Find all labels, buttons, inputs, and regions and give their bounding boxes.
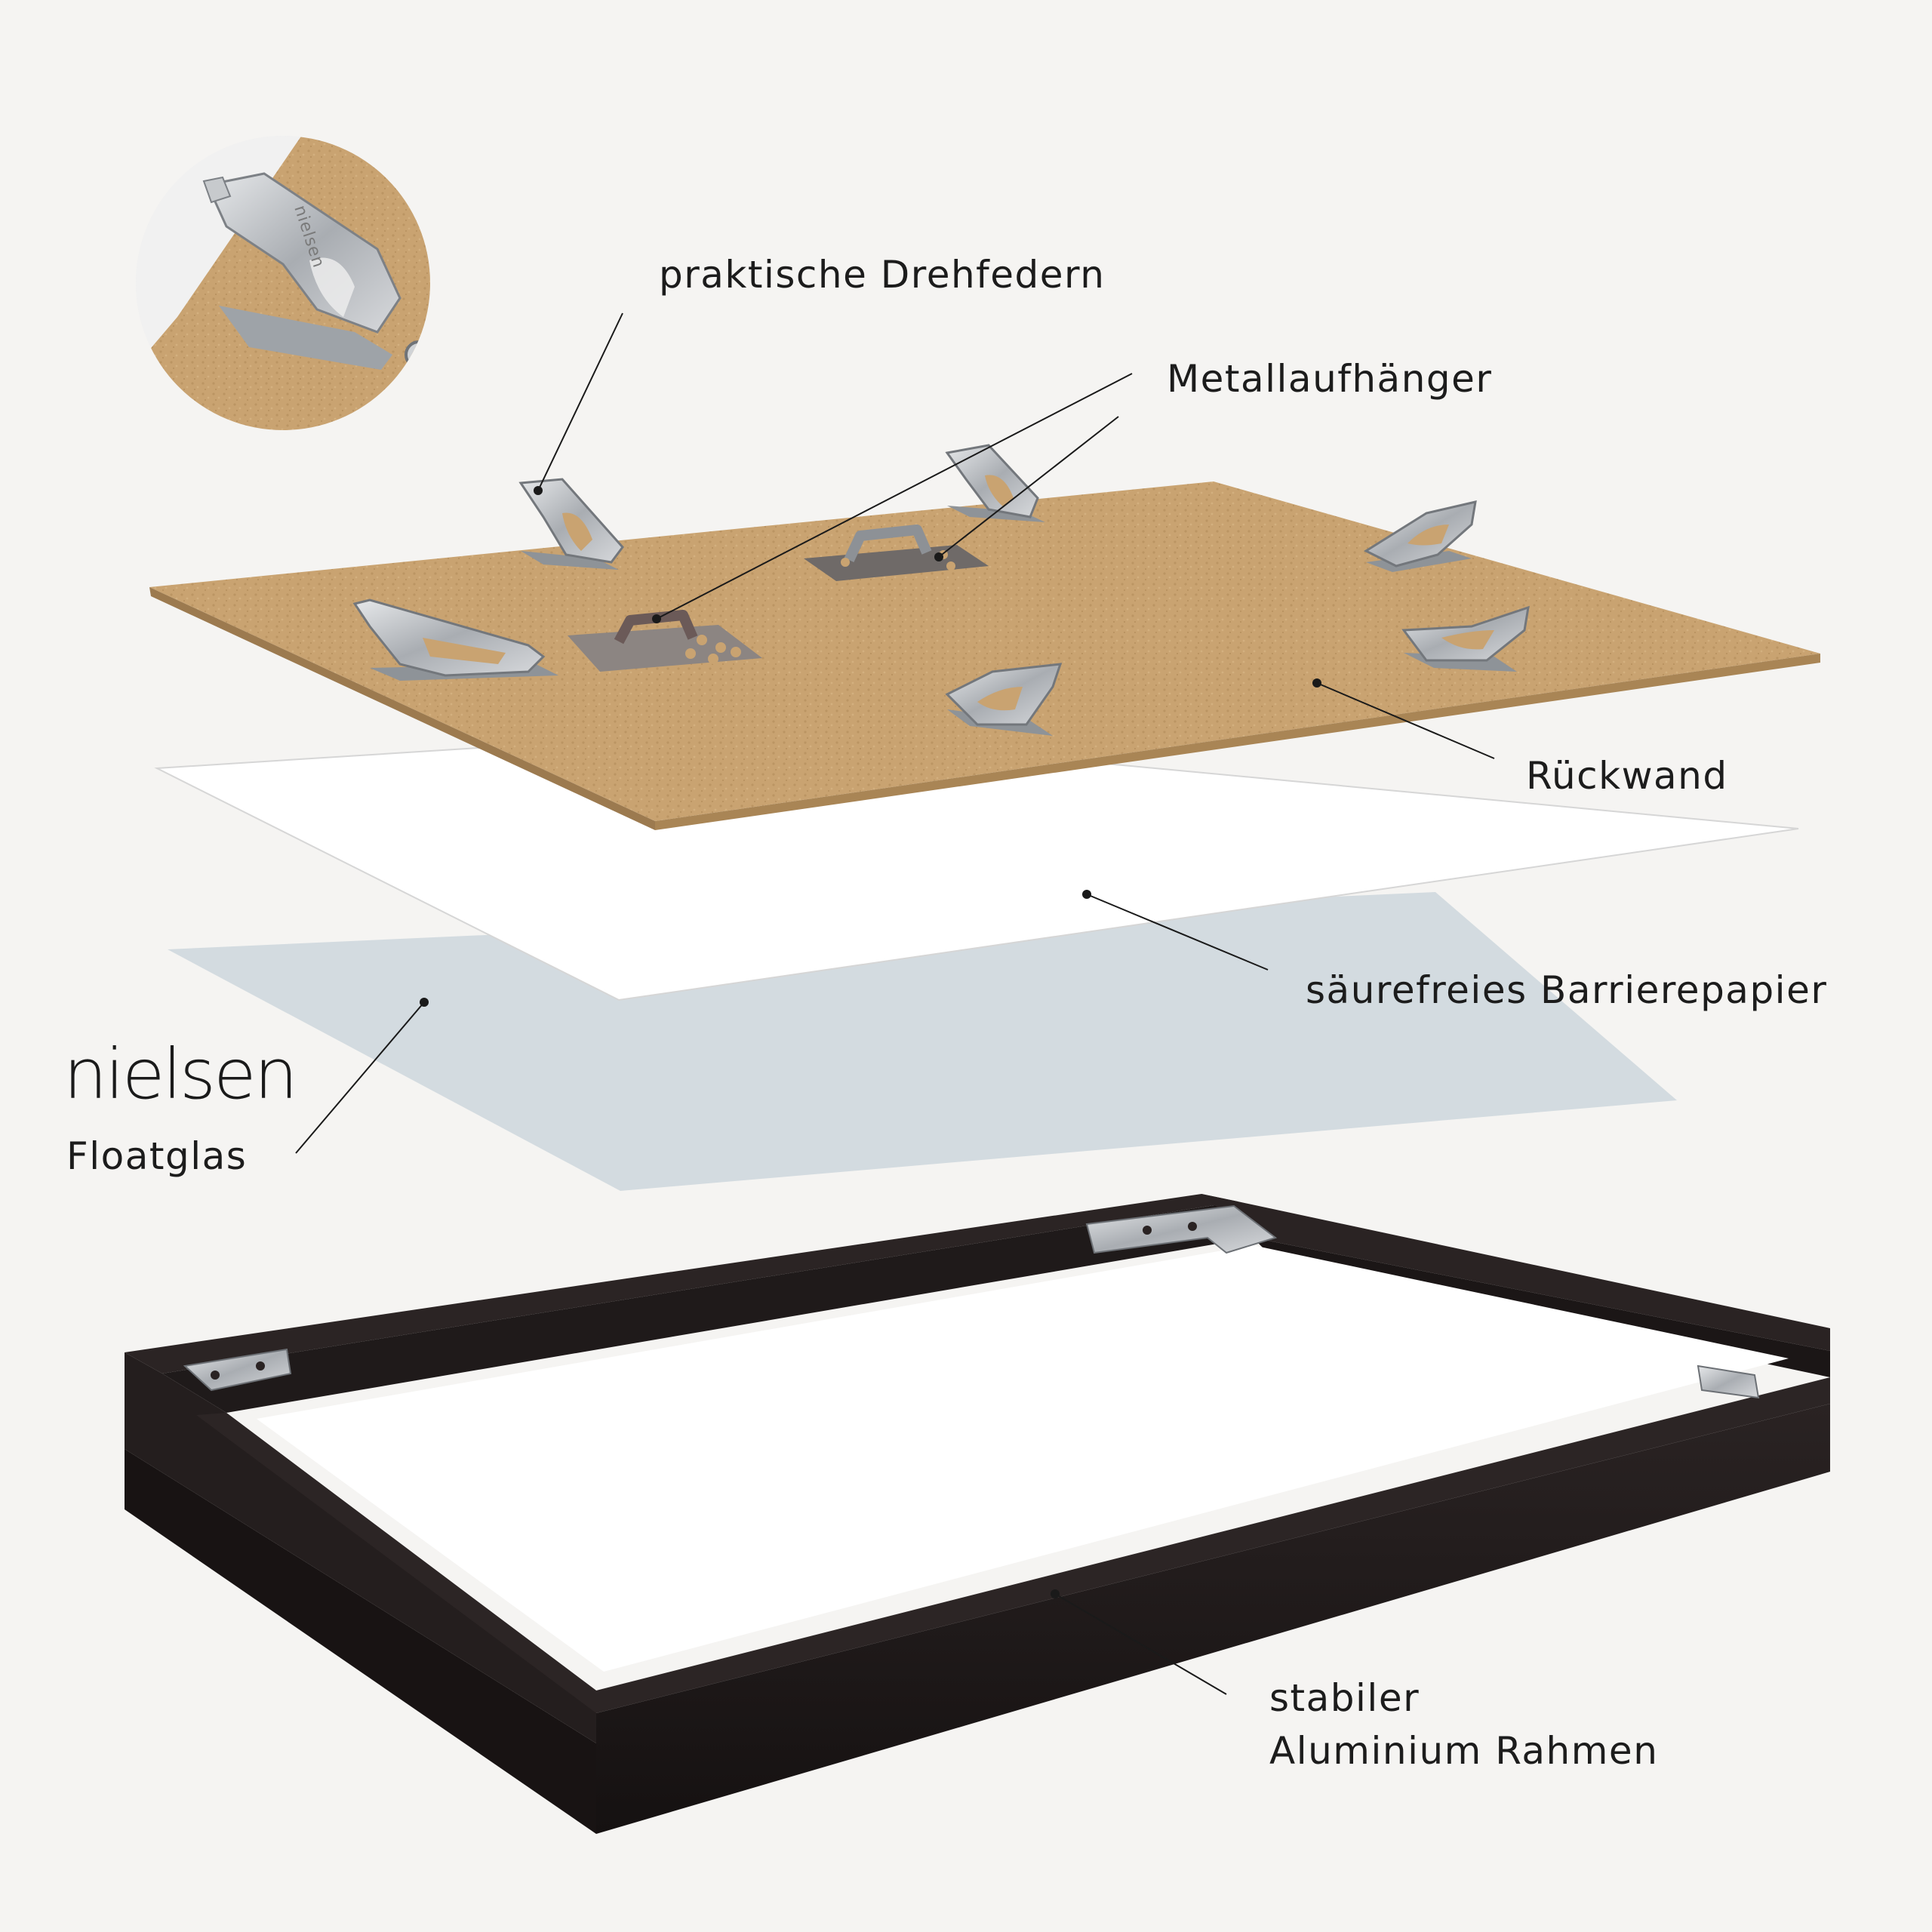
leader-dots [420, 486, 1321, 1598]
label-floatglas: Floatglas [66, 1134, 248, 1178]
turn-clip-icon [518, 478, 624, 570]
zoom-detail-circle: nielsen [136, 136, 430, 430]
leader-lines [295, 312, 1495, 1695]
corner-bracket-icon [1085, 1204, 1278, 1254]
float-glass-layer [168, 892, 1677, 1191]
label-praktische-drehfedern: praktische Drehfedern [659, 253, 1106, 297]
turn-clip-icon [352, 598, 558, 681]
turn-clip-icon [945, 663, 1063, 736]
label-stabiler: stabiler [1269, 1676, 1420, 1720]
corner-bracket-icon [1697, 1364, 1760, 1399]
turn-clips [352, 444, 1530, 736]
turn-clip-icon [1401, 605, 1530, 672]
corner-bracket-icon [183, 1348, 292, 1392]
label-saeurefreies-barrierepapier: säurefreies Barrierepapier [1306, 968, 1828, 1012]
aluminium-frame [125, 1194, 1830, 1834]
nielsen-logo: nielsen [63, 1034, 298, 1115]
label-rueckwand: Rückwand [1526, 754, 1728, 798]
turn-clip-icon [945, 444, 1045, 522]
label-aluminium-rahmen: Aluminium Rahmen [1269, 1729, 1659, 1773]
label-metallaufhaenger: Metallaufhänger [1167, 357, 1493, 401]
turn-clip-icon [1363, 500, 1477, 572]
